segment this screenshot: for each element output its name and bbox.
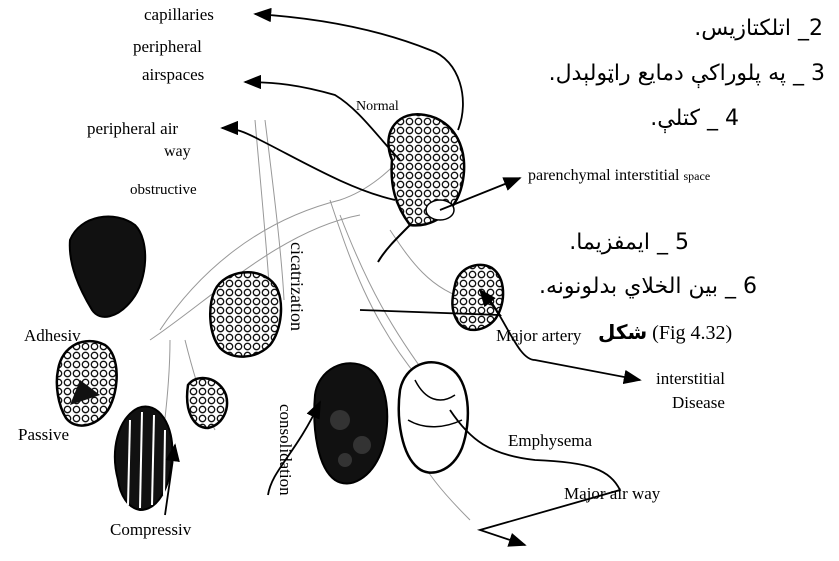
- lobule-consolidation: [314, 363, 387, 483]
- label-passive: Passive: [18, 426, 69, 443]
- label-parenchymal-interstitial: parenchymal interstitial space: [528, 168, 710, 184]
- label-peripheral-airway-1: peripheral air: [87, 120, 178, 137]
- fig-ref: (Fig 4.32): [652, 322, 732, 344]
- pashto-item-5: 5 _ ايمفزيما.: [569, 232, 689, 254]
- lobule-emphysema: [399, 362, 468, 472]
- fig-word: شکل: [598, 320, 647, 344]
- label-peripheral-airway-2: way: [164, 144, 191, 160]
- pashto-item-4: 4 _ کتلې.: [650, 108, 739, 130]
- label-interstitial-1: interstitial: [656, 370, 725, 387]
- label-cicatrization: cicatrization: [288, 242, 306, 331]
- label-major-artery: Major artery: [496, 327, 581, 344]
- label-compressive: Compressiv: [110, 521, 191, 538]
- lobule-compressive: [115, 406, 172, 510]
- lobule-adhesive: [57, 217, 145, 426]
- label-capillaries: capillaries: [144, 6, 214, 23]
- label-interstitial-2: Disease: [672, 394, 725, 411]
- lobule-interstitial: [452, 265, 503, 330]
- lobule-normal: [378, 114, 464, 262]
- label-peripheral-airspaces-1: peripheral: [133, 38, 202, 55]
- label-consolidation: consolidation: [277, 404, 294, 496]
- pashto-item-2: 2_ اتلکتازیس.: [694, 18, 823, 40]
- lobule-passive: [187, 272, 281, 428]
- arrow-peripheral-airway: [222, 128, 395, 200]
- label-normal: Normal: [356, 100, 399, 114]
- label-obstructive: obstructive: [130, 183, 197, 198]
- label-peripheral-airspaces-2: airspaces: [142, 66, 204, 83]
- fig-caption: شکل (Fig 4.32): [598, 322, 732, 343]
- label-major-airway: Major air way: [564, 485, 660, 502]
- label-emphysema: Emphysema: [508, 432, 592, 449]
- label-adhesive: Adhesiv: [24, 327, 81, 344]
- pashto-item-6: 6 _ بين الخلاي بدلونونه.: [539, 276, 757, 298]
- pashto-item-3: 3 _ په پلوراکې دمايع راټولېدل.: [549, 63, 825, 85]
